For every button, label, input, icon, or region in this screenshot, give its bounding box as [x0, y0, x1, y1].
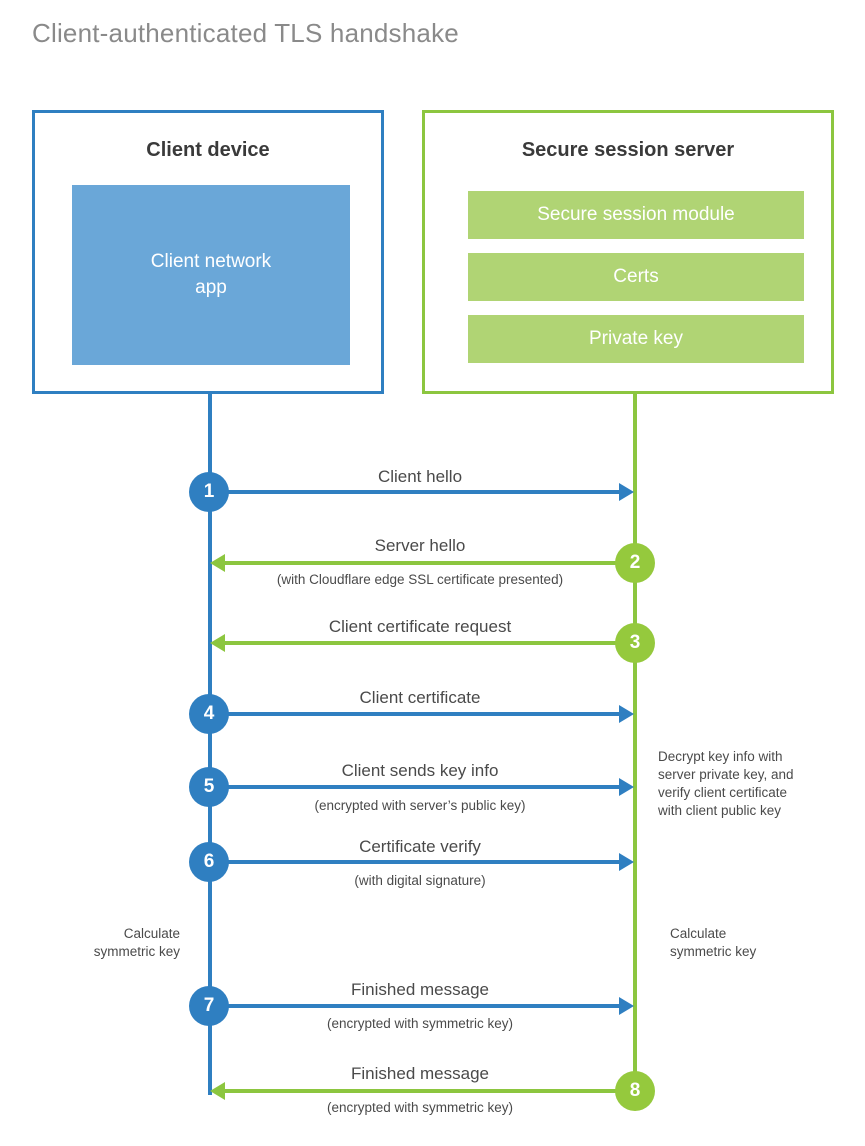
server-item-secure-session-module: Secure session module [468, 191, 804, 239]
step-5-circle[interactable]: 5 [189, 767, 229, 807]
client-app-label-line1: Client network [150, 251, 272, 272]
step-2-label: Server hello [374, 536, 466, 555]
step-7-arrow-line [210, 1004, 619, 1008]
step-8-circle[interactable]: 8 [615, 1071, 655, 1111]
step-3-label: Client certificate request [328, 617, 512, 636]
server-decrypt-note-line3: verify client certificate [658, 785, 788, 800]
server-lifeline [633, 393, 637, 1095]
step-6-arrow-head [619, 853, 634, 871]
step-5-sublabel: (encrypted with server’s public key) [314, 798, 526, 813]
client-calculate-note-line1: Calculate [123, 926, 180, 941]
step-1-arrow-head [619, 483, 634, 501]
step-8-arrow-head [210, 1082, 225, 1100]
client-device-title: Client device [146, 139, 270, 161]
step-3-arrow-head [210, 634, 225, 652]
step-2-sublabel: (with Cloudflare edge SSL certificate pr… [276, 572, 564, 587]
step-6-arrow-line [210, 860, 619, 864]
step-7-arrow-head [619, 997, 634, 1015]
step-1-arrow-line [210, 490, 619, 494]
client-device-box: Client device Client network app [32, 110, 384, 394]
step-5-label: Client sends key info [341, 761, 499, 780]
server-calculate-note: Calculate symmetric key [670, 925, 840, 961]
step-8-sublabel: (encrypted with symmetric key) [326, 1100, 514, 1115]
step-4-label: Client certificate [359, 688, 481, 707]
client-network-app-label: Client network app [151, 249, 271, 301]
step-2-arrow-line [225, 561, 635, 565]
step-5-arrow-head [619, 778, 634, 796]
secure-session-server-box: Secure session server Secure session mod… [422, 110, 834, 394]
page-title: Client-authenticated TLS handshake [32, 18, 459, 48]
step-3-arrow-line [225, 641, 635, 645]
step-4-arrow-head [619, 705, 634, 723]
step-7-sublabel: (encrypted with symmetric key) [326, 1016, 514, 1031]
secure-session-server-title: Secure session server [521, 139, 735, 161]
step-1-circle[interactable]: 1 [189, 472, 229, 512]
step-6-label: Certificate verify [359, 837, 481, 856]
server-decrypt-note: Decrypt key info with server private key… [658, 748, 848, 820]
server-calculate-note-line2: symmetric key [670, 944, 757, 959]
step-2-circle[interactable]: 2 [615, 543, 655, 583]
step-7-circle[interactable]: 7 [189, 986, 229, 1026]
step-5-arrow-line [210, 785, 619, 789]
client-app-label-line2: app [195, 277, 227, 298]
server-item-certs: Certs [468, 253, 804, 301]
step-6-sublabel: (with digital signature) [354, 873, 486, 888]
step-8-arrow-line [225, 1089, 635, 1093]
client-calculate-note-line2: symmetric key [93, 944, 180, 959]
step-3-circle[interactable]: 3 [615, 623, 655, 663]
client-lifeline [208, 393, 212, 1095]
step-7-label: Finished message [351, 980, 489, 999]
client-calculate-note: Calculate symmetric key [40, 925, 180, 961]
server-decrypt-note-line4: with client public key [658, 803, 782, 818]
step-1-label: Client hello [377, 467, 463, 486]
step-2-arrow-head [210, 554, 225, 572]
server-decrypt-note-line1: Decrypt key info with [658, 749, 783, 764]
server-item-private-key: Private key [468, 315, 804, 363]
client-network-app-block: Client network app [72, 185, 350, 365]
step-4-circle[interactable]: 4 [189, 694, 229, 734]
server-decrypt-note-line2: server private key, and [658, 767, 794, 782]
server-calculate-note-line1: Calculate [670, 926, 727, 941]
step-6-circle[interactable]: 6 [189, 842, 229, 882]
step-8-label: Finished message [351, 1064, 489, 1083]
step-4-arrow-line [210, 712, 619, 716]
